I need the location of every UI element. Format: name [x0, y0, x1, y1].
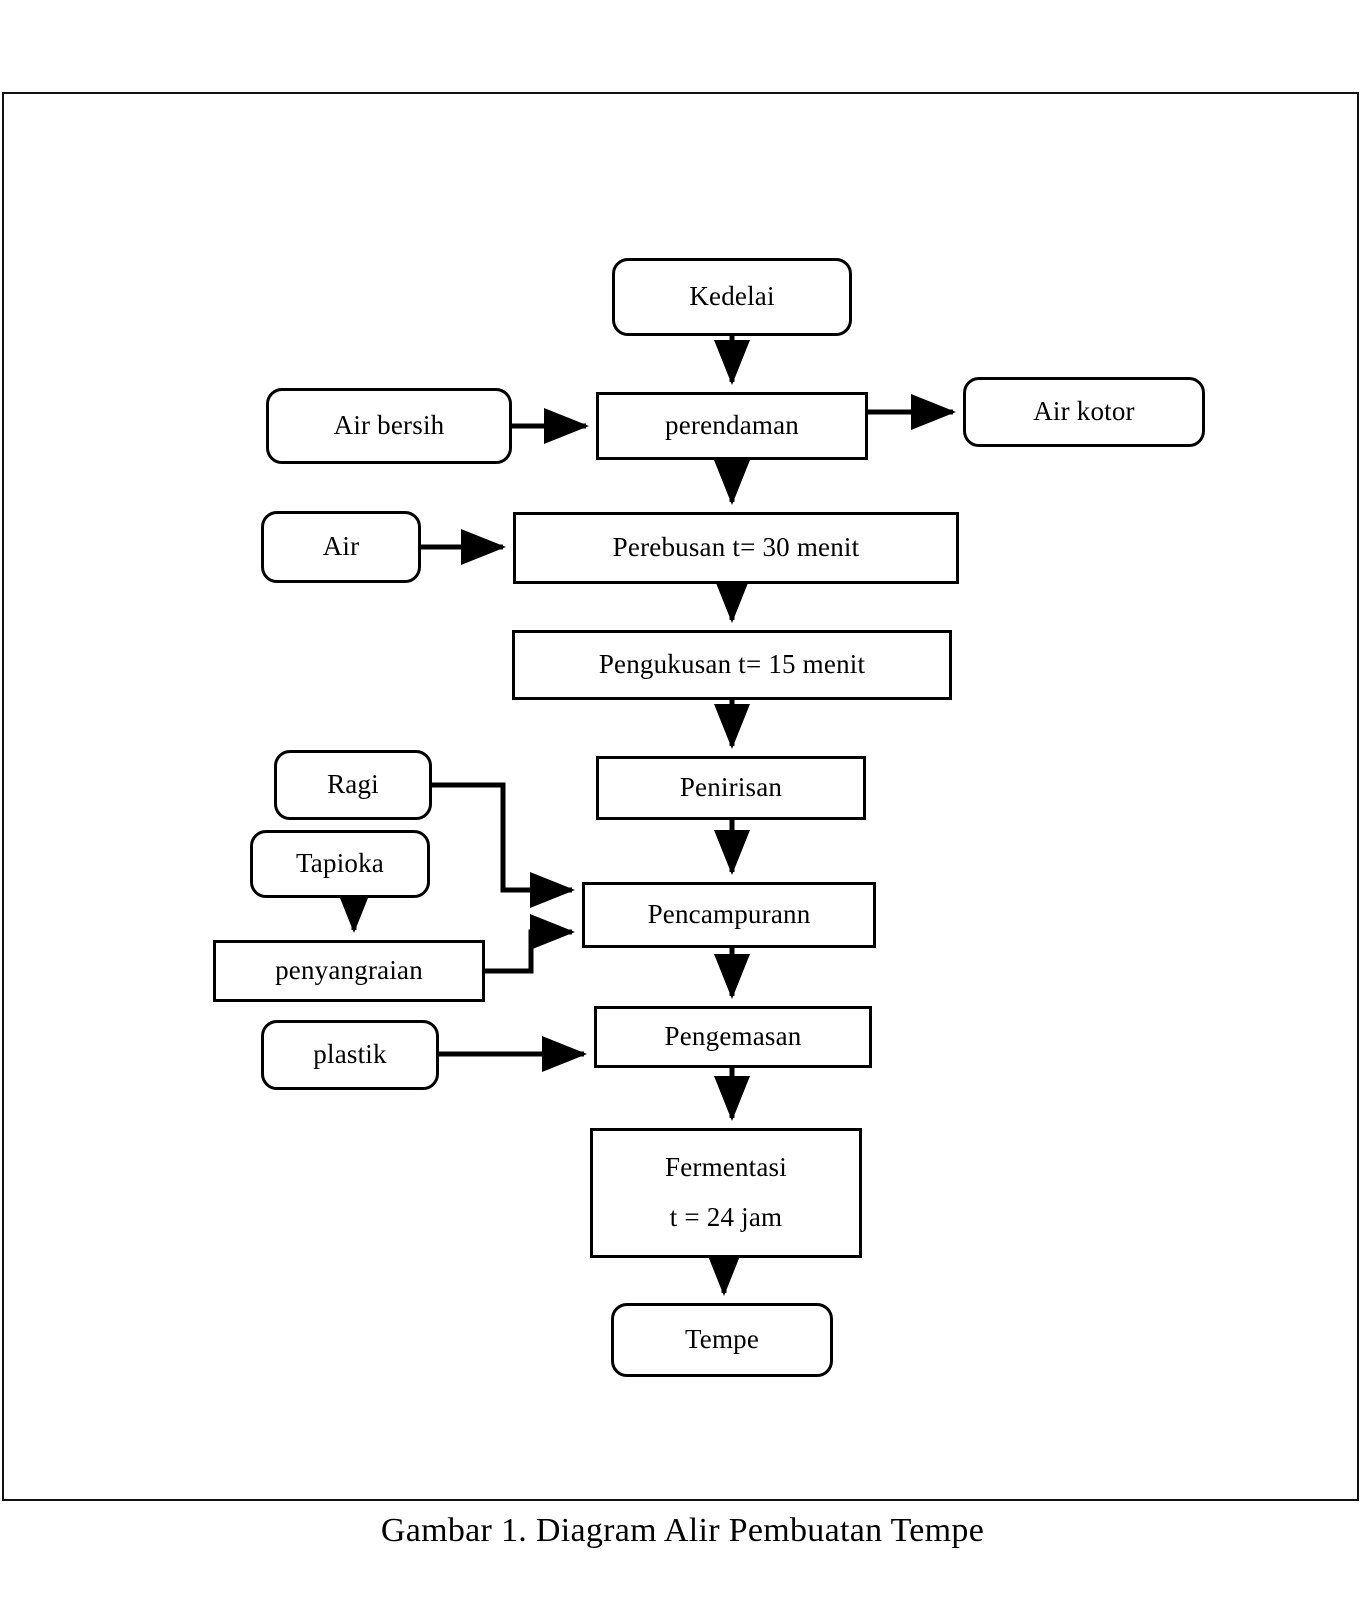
node-perendaman-label: perendaman — [665, 410, 799, 441]
node-tapioka[interactable]: Tapioka — [250, 830, 430, 898]
node-air-bersih[interactable]: Air bersih — [266, 388, 512, 464]
node-air-kotor-label: Air kotor — [1033, 396, 1135, 427]
node-pengemasan[interactable]: Pengemasan — [594, 1006, 872, 1068]
node-pencampuran[interactable]: Pencampurann — [582, 882, 876, 948]
node-perebusan[interactable]: Perebusan t= 30 menit — [513, 512, 959, 584]
node-plastik-label: plastik — [313, 1039, 387, 1070]
node-kedelai-label: Kedelai — [689, 281, 775, 312]
node-perebusan-label: Perebusan t= 30 menit — [612, 532, 860, 563]
node-penyangraian[interactable]: penyangraian — [213, 940, 485, 1002]
node-air-label: Air — [322, 531, 360, 562]
node-tapioka-label: Tapioka — [296, 848, 384, 879]
node-perendaman[interactable]: perendaman — [596, 392, 868, 460]
node-penirisan-label: Penirisan — [679, 772, 783, 803]
node-penirisan[interactable]: Penirisan — [596, 756, 866, 820]
node-air-bersih-label: Air bersih — [333, 410, 445, 441]
node-penyangraian-label: penyangraian — [275, 955, 423, 986]
node-pengukusan-label: Pengukusan t= 15 menit — [598, 649, 866, 680]
node-fermentasi-duration: t = 24 jam — [669, 1202, 783, 1232]
figure-caption: Gambar 1. Diagram Alir Pembuatan Tempe — [380, 1512, 985, 1549]
node-fermentasi-title: Fermentasi — [665, 1152, 787, 1183]
node-fermentasi[interactable]: Fermentasi t = 24 jam — [590, 1128, 862, 1258]
node-air[interactable]: Air — [261, 511, 421, 583]
edge-penyangraian-pencampuran — [485, 914, 576, 974]
edge-ragi-pencampuran — [432, 782, 576, 909]
node-tempe-label: Tempe — [684, 1324, 760, 1355]
node-pencampuran-label: Pencampurann — [647, 899, 811, 930]
node-tempe[interactable]: Tempe — [611, 1303, 833, 1377]
node-pengemasan-label: Pengemasan — [664, 1021, 802, 1052]
node-pengukusan[interactable]: Pengukusan t= 15 menit — [512, 630, 952, 700]
node-air-kotor[interactable]: Air kotor — [963, 377, 1205, 447]
node-ragi[interactable]: Ragi — [274, 750, 432, 820]
node-ragi-label: Ragi — [327, 769, 379, 800]
node-kedelai[interactable]: Kedelai — [612, 258, 852, 336]
node-plastik[interactable]: plastik — [261, 1020, 439, 1090]
